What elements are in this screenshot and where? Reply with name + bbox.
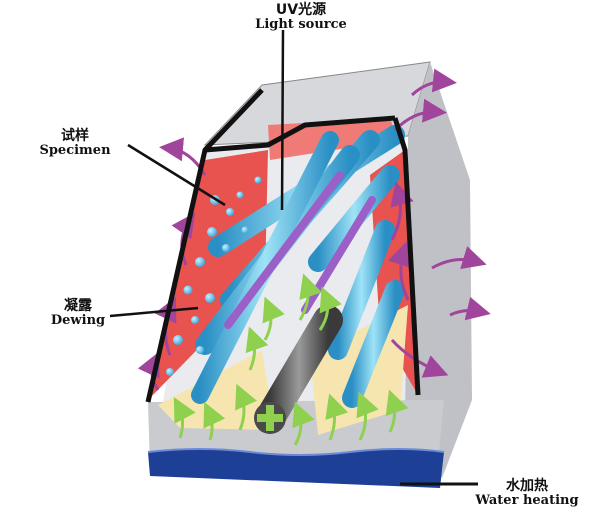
water-heating-label-cn: 水加热 [506, 478, 548, 494]
uv-lamp-group [191, 125, 405, 408]
uv-lamp [328, 220, 395, 360]
specimen-label: 试样 Specimen [30, 128, 120, 159]
chamber-outline [145, 88, 421, 403]
light-source-label-en: Light source [255, 17, 347, 33]
uv-lamp [308, 165, 400, 272]
dewing-label-cn: 凝露 [64, 298, 92, 314]
specimen-label-cn: 试样 [61, 128, 89, 144]
water-heating-label-en: Water heating [475, 493, 579, 509]
uv-lamp-violet [224, 171, 344, 329]
leader-dewing [109, 306, 199, 318]
dewing-label: 凝露 Dewing [38, 298, 118, 329]
water-heating-label: 水加热 Water heating [462, 478, 592, 509]
specimen-label-en: Specimen [39, 143, 111, 159]
water-reservoir [148, 449, 444, 488]
heat-convection-arrows [173, 273, 409, 446]
plus-icon [257, 405, 283, 431]
light-source-label-cn: UV光源 [275, 2, 327, 18]
dewing-label-en: Dewing [50, 313, 106, 329]
heater-tube [255, 305, 343, 433]
water-surface [147, 448, 445, 456]
uv-lamp [342, 280, 405, 408]
leader-light-source [280, 29, 285, 211]
light-source-label: UV光源 Light source [246, 2, 356, 33]
leader-specimen [127, 143, 226, 207]
uv-lamp [191, 131, 339, 404]
